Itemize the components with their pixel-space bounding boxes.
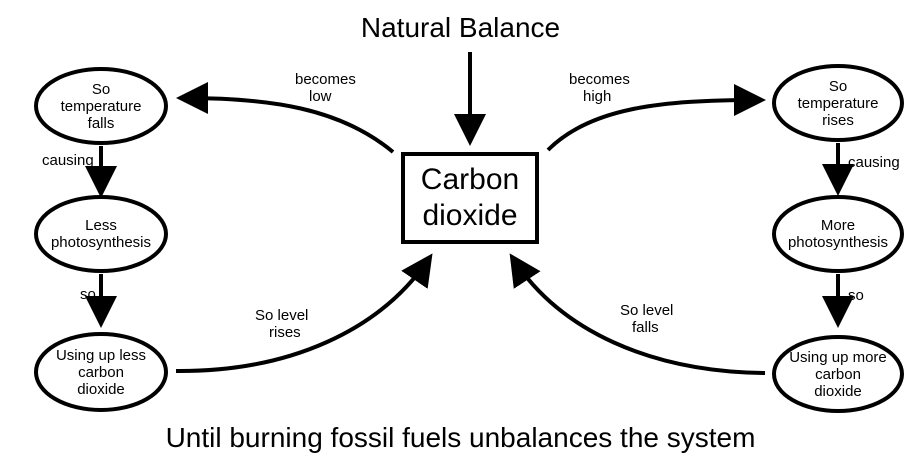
node-text-line: More (820, 217, 856, 234)
edge-label-so-right: so (848, 287, 864, 304)
node-less-photosynthesis: Less photosynthesis (36, 197, 166, 271)
node-text-line: photosynthesis (50, 234, 152, 251)
node-text-line: carbon (78, 363, 124, 381)
node-text-line: carbon (815, 365, 861, 383)
node-text-line: rises (822, 111, 854, 129)
node-ellipse-left-top (34, 67, 168, 145)
node-more-photosynthesis: More photosynthesis (774, 197, 902, 271)
diagram-footer-caption: Until burning fossil fuels unbalances th… (165, 422, 756, 453)
arrow-center-to-left-top (176, 82, 395, 154)
center-node-carbon-dioxide: Carbon dioxide (403, 154, 537, 242)
node-temperature-rises: So temperature rises (774, 66, 902, 140)
center-node-line-2: dioxide (422, 199, 518, 232)
node-ellipse-right-bottom (772, 335, 904, 413)
node-text-line: Using up less (55, 346, 147, 364)
node-text-line: So (828, 77, 848, 95)
edge-label-level-falls: So level falls (620, 302, 673, 336)
node-using-up-more-carbon-dioxide: Using up more carbon dioxide (774, 337, 902, 411)
edge-label-becomes-high: becomes high (569, 71, 630, 105)
node-using-up-less-carbon-dioxide: Using up less carbon dioxide (36, 334, 166, 410)
edge-label-line: high (583, 88, 612, 105)
node-text-line: Using up more (789, 348, 887, 366)
node-ellipse-left-bottom (34, 332, 168, 412)
arrow-left-bottom-to-center (175, 253, 433, 374)
edge-label-line: So level (620, 302, 674, 319)
arrow-right-bottom-to-center (509, 253, 766, 375)
edge-label-causing-right: causing (848, 154, 900, 171)
edge-label-line: falls (632, 319, 659, 336)
node-text-line: dioxide (77, 380, 125, 398)
edge-label-so-left: so (80, 286, 96, 303)
edge-label-line: becomes (295, 71, 356, 88)
node-text-line: photosynthesis (787, 234, 889, 251)
edge-label-level-rises: So level rises (255, 307, 308, 341)
diagram-title: Natural Balance (360, 12, 561, 43)
edge-label-causing-left: causing (42, 152, 94, 169)
node-text-line: temperature (797, 94, 879, 112)
edge-label-line: becomes (569, 71, 630, 88)
node-text-line: So (91, 80, 111, 98)
node-text-line: dioxide (814, 382, 862, 400)
node-text-line: Less (85, 217, 117, 234)
node-text-line: temperature (60, 97, 142, 115)
node-text-line: falls (87, 114, 115, 132)
node-ellipse-right-top (772, 64, 904, 142)
node-temperature-falls: So temperature falls (36, 69, 166, 143)
edge-label-line: low (309, 88, 332, 105)
center-node-line-1: Carbon (420, 163, 520, 196)
arrow-center-to-right-top (546, 84, 766, 152)
node-ellipse-right-middle (772, 195, 904, 273)
center-box-border (401, 152, 539, 244)
edge-label-line: So level (255, 307, 309, 324)
edge-label-becomes-low: becomes low (295, 71, 356, 105)
edge-label-line: rises (269, 324, 301, 341)
